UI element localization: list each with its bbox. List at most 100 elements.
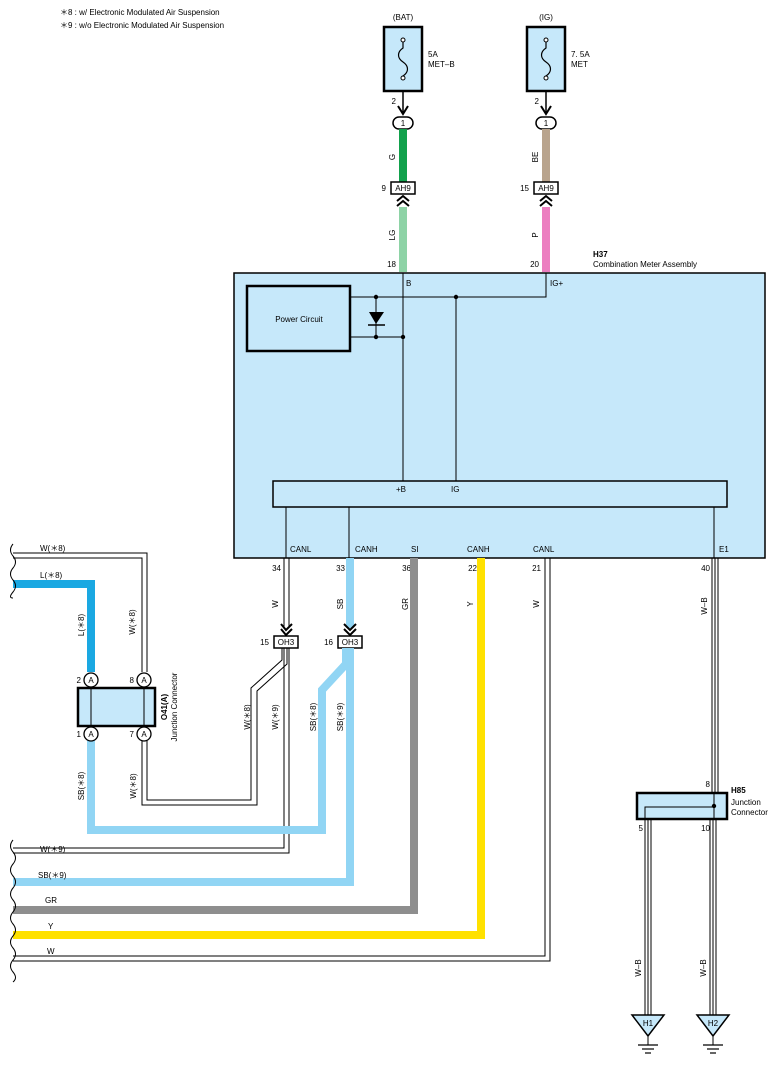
arrow-down-icon	[540, 105, 552, 116]
ig-fuse-amp: 7. 5A	[571, 50, 590, 59]
wire-be-label: BE	[531, 152, 540, 163]
bat-fuse-amp: 5A	[428, 50, 438, 59]
connector-ah9-bat	[390, 181, 416, 195]
pin-canh-1: CANH	[355, 545, 378, 554]
ground-h1: H1	[630, 1014, 666, 1054]
wire-gr-label: GR	[401, 598, 410, 610]
connector-ah9-ig	[533, 181, 559, 195]
wire-sb8-left-label: SB(＊8)	[77, 771, 86, 800]
ic-ig-label: IG	[451, 485, 459, 494]
meter-name: Combination Meter Assembly	[593, 260, 697, 269]
fuse-box-ig	[525, 25, 567, 93]
o41-pin-8: 8	[130, 676, 135, 685]
junction-o41-box	[76, 686, 157, 728]
wire-gr	[13, 558, 418, 914]
wire-w-34	[283, 558, 290, 628]
ground-h2: H2	[695, 1014, 731, 1054]
connector-oh3-w	[273, 635, 299, 649]
meter-pin-18: 18	[387, 260, 396, 269]
pin-e1: E1	[719, 545, 729, 554]
connector-oh3-label: OH3	[278, 638, 295, 647]
left-wire-gr-label: GR	[45, 896, 57, 905]
wire-w9-label: W(＊9)	[271, 704, 280, 730]
wire-w9-oh3	[13, 648, 290, 854]
note-9: ＊9 : w/o Electronic Modulated Air Suspen…	[60, 21, 224, 30]
left-wire-w8-label: W(＊8)	[40, 544, 66, 553]
h85-pin-5: 5	[639, 824, 644, 833]
power-circuit-label: Power Circuit	[275, 315, 323, 324]
wire-y-label: Y	[466, 601, 475, 607]
wire-sb9-label: SB(＊9)	[336, 702, 345, 731]
o41-pin-letter: A	[141, 676, 147, 685]
o41-pin-7: 7	[130, 730, 135, 739]
wire-y	[13, 558, 485, 939]
h85-code: H85	[731, 786, 746, 795]
fuse-symbol-icon	[540, 40, 552, 78]
wire-lg-label: LG	[388, 230, 397, 241]
h85-pin-10: 10	[701, 824, 710, 833]
connector-ah9-label: AH9	[538, 184, 554, 193]
ic-b-label: +B	[396, 485, 406, 494]
connector-ah9-pin: 9	[382, 184, 387, 193]
wire-wb-label: W–B	[634, 959, 643, 976]
wire-w8-label: W(＊8)	[243, 704, 252, 730]
meter-pin-ig-label: IG+	[550, 279, 563, 288]
o41-pin-1: 1	[77, 730, 82, 739]
wire-w-label: W	[532, 600, 541, 608]
meter-ic-box	[272, 480, 728, 508]
left-wire-y-label: Y	[48, 922, 54, 931]
left-wire-l8-label: L(＊8)	[40, 571, 63, 580]
h85-name-2: Connector	[731, 808, 768, 817]
connector-chevron-icon	[343, 623, 357, 637]
connector-oh3-pin: 15	[260, 638, 269, 647]
wire-sb9	[13, 648, 354, 886]
h85-name-1: Junction	[731, 798, 761, 807]
bat-fuse-name: MET–B	[428, 60, 455, 69]
o41-pin-letter: A	[88, 730, 94, 739]
o41-pin-letter: A	[88, 676, 94, 685]
wire-w8-oh3	[141, 648, 288, 806]
pin-number-33: 33	[336, 564, 345, 573]
ig-source-label: (IG)	[539, 13, 553, 22]
o41-code: O41(A)	[160, 694, 169, 721]
meter-code: H37	[593, 250, 608, 259]
diode-icon	[369, 312, 384, 324]
o41-pin-2-circle	[83, 672, 99, 688]
wire-l8	[13, 580, 95, 672]
pin-number-36: 36	[402, 564, 411, 573]
pin-number-34: 34	[272, 564, 281, 573]
left-wire-sb9-label: SB(＊9)	[38, 871, 67, 880]
left-wire-w9-label: W(＊9)	[40, 845, 66, 854]
bat-fuse-pin: 2	[392, 97, 397, 106]
o41-pin-7-circle	[136, 726, 152, 742]
o41-pin-letter: A	[141, 730, 147, 739]
wire-sb8-label: SB(＊8)	[309, 702, 318, 731]
ig-fuse-pin: 2	[535, 97, 540, 106]
wire-w8-top	[13, 552, 148, 672]
wire-wb-40	[711, 558, 719, 793]
pin-number-40: 40	[701, 564, 710, 573]
wire-w-21	[13, 558, 551, 962]
wire-w8-vertical-label: W(＊8)	[128, 609, 137, 635]
wire-break-symbols	[10, 543, 16, 983]
splice-number: 1	[544, 119, 549, 128]
o41-pin-8-circle	[136, 672, 152, 688]
note-8: ＊8 : w/ Electronic Modulated Air Suspens…	[60, 8, 220, 17]
pin-canh-2: CANH	[467, 545, 490, 554]
meter-pin-b-label: B	[406, 279, 411, 288]
wire-l8-vertical-label: L(＊8)	[77, 614, 86, 637]
pin-canl-1: CANL	[290, 545, 312, 554]
connector-ah9-pin: 15	[520, 184, 529, 193]
connector-ah9-label: AH9	[395, 184, 411, 193]
h85-pin-8: 8	[706, 780, 711, 789]
fuse-met-b: (BAT) 5A MET–B 2	[382, 13, 455, 106]
wire-sb-label: SB	[336, 599, 345, 610]
power-circuit-box	[245, 284, 352, 353]
connector-chevron-icon	[396, 194, 410, 207]
wire-g-label: G	[388, 154, 397, 160]
connector-chevron-icon	[539, 194, 553, 207]
wire-p-label: P	[531, 232, 540, 237]
splice-number: 1	[401, 119, 406, 128]
ground-h2-label: H2	[708, 1019, 719, 1028]
